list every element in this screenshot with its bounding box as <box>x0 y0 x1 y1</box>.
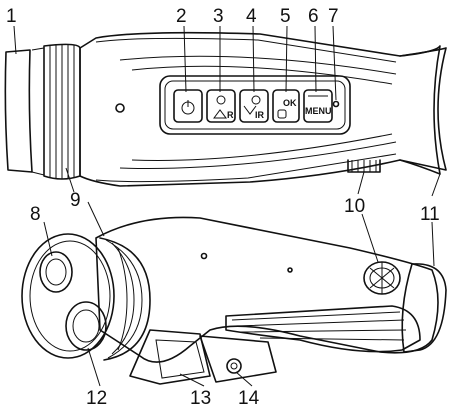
screw-hole <box>115 103 125 113</box>
power-icon <box>181 100 195 115</box>
ok-button-label: OK <box>283 98 297 108</box>
battery-cover[interactable] <box>129 329 211 385</box>
callout-10: 10 <box>344 196 365 217</box>
button-panel <box>159 75 351 135</box>
power-button[interactable] <box>173 89 203 123</box>
focus-ring-bottom <box>99 237 151 361</box>
callout-12: 12 <box>86 388 107 409</box>
main-body-top <box>79 31 447 187</box>
thermal-lens <box>65 301 107 351</box>
callout-8: 8 <box>30 204 41 225</box>
main-body-bottom <box>95 216 439 363</box>
ok-icon <box>277 109 287 119</box>
focus-ring <box>43 43 81 180</box>
objective-housing <box>21 233 115 359</box>
menu-button-label: MENU <box>305 106 332 116</box>
bottom-view <box>21 216 447 385</box>
front-lens-ring <box>4 49 33 173</box>
laser-rangefinder-lens <box>39 251 73 293</box>
callout-13: 13 <box>190 388 211 409</box>
menu-button[interactable]: MENU <box>303 89 333 123</box>
leader-lines <box>13 25 441 387</box>
callout-11: 11 <box>420 204 440 225</box>
callout-14: 14 <box>238 388 260 409</box>
callout-4: 4 <box>246 6 257 27</box>
callout-6: 6 <box>308 6 319 27</box>
ir-icon <box>243 95 261 115</box>
indicator-light <box>332 100 340 108</box>
top-view: R IR OK MENU <box>4 31 447 187</box>
callout-2: 2 <box>176 6 187 27</box>
callout-7: 7 <box>328 6 339 27</box>
callout-labels: 1 2 3 4 5 6 7 8 9 10 11 12 13 14 <box>6 6 440 409</box>
rubber-grip <box>225 305 421 353</box>
ir-button-label: IR <box>255 110 265 120</box>
callout-1: 1 <box>6 6 17 27</box>
eyecup-bottom <box>401 263 447 353</box>
diopter-knob-bottom[interactable] <box>363 261 401 295</box>
callout-9: 9 <box>70 190 81 211</box>
zoom-button-label: R <box>227 110 234 120</box>
callout-5: 5 <box>280 6 291 27</box>
eyecup-top <box>399 45 441 175</box>
ok-button[interactable]: OK <box>272 89 300 123</box>
zoom-icon <box>213 95 227 119</box>
tripod-mount <box>199 335 277 383</box>
zoom-button[interactable]: R <box>206 89 236 123</box>
callout-3: 3 <box>213 6 224 27</box>
ir-button[interactable]: IR <box>239 89 269 123</box>
